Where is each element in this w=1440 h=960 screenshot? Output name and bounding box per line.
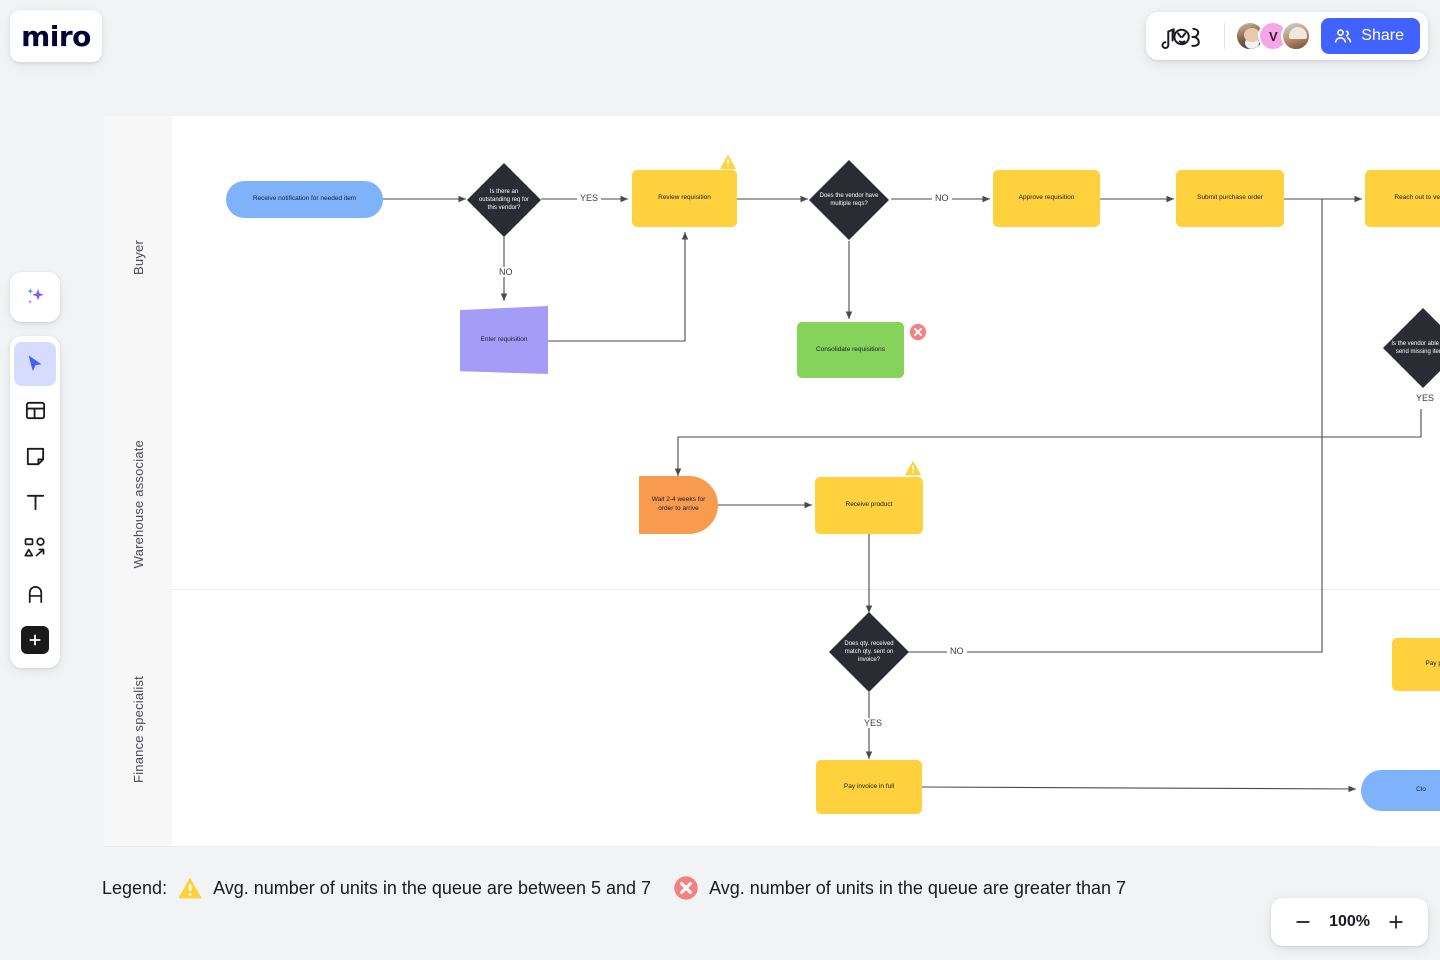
zoom-control: 100% [1271, 898, 1428, 946]
legend-title: Legend: [102, 877, 168, 898]
avatar-user-3[interactable] [1281, 21, 1312, 51]
lane-label-warehouse: Warehouse associate [131, 440, 146, 569]
node-approve-requisition[interactable]: Approve requisition [993, 170, 1100, 227]
share-button-label: Share [1361, 27, 1404, 44]
zoom-in-button[interactable] [1384, 910, 1408, 934]
music-doodle-icon[interactable] [1160, 22, 1214, 50]
node-pay-portion[interactable]: Pay portio [1392, 638, 1440, 691]
error-circle-icon [673, 875, 699, 901]
shapes-icon[interactable] [14, 526, 56, 570]
node-review-requisition[interactable]: Review requisition [632, 170, 737, 227]
warning-triangle-icon [177, 875, 203, 901]
lane-separator [172, 589, 1440, 590]
text-icon[interactable] [14, 480, 56, 524]
left-toolbar [10, 336, 60, 668]
edge-label-no-3: NO [947, 646, 967, 656]
edge-label-yes-2: YES [1413, 393, 1438, 403]
zoom-level-value[interactable]: 100% [1329, 913, 1370, 930]
node-close-terminal[interactable]: Clo [1361, 770, 1440, 811]
more-apps-icon[interactable] [14, 618, 56, 662]
edge-label-yes-3: YES [861, 718, 886, 728]
lane-label-buyer: Buyer [131, 240, 146, 275]
edge-label-yes-1: YES [577, 193, 602, 203]
toolbar-divider [1224, 23, 1226, 49]
miro-logo-text: miro [21, 19, 91, 53]
edge-label-no-1: NO [496, 267, 516, 277]
share-button[interactable]: Share [1321, 18, 1420, 54]
people-icon [1335, 29, 1352, 43]
ai-tool-button[interactable] [10, 272, 60, 322]
pen-icon[interactable] [14, 572, 56, 616]
board-bottom-edge [104, 846, 1372, 847]
zoom-out-button[interactable] [1291, 910, 1315, 934]
node-reach-out-to-vendor[interactable]: Reach out to ven [1365, 170, 1440, 227]
warning-triangle-icon [719, 153, 737, 171]
legend-item-1-text: Avg. number of units in the queue are be… [213, 877, 652, 898]
sticky-note-icon[interactable] [14, 434, 56, 478]
ai-sparkles-icon [27, 288, 44, 304]
miro-logo[interactable]: miro [10, 10, 102, 62]
lane-label-finance: Finance specialist [131, 676, 146, 783]
node-pay-invoice-in-full[interactable]: Pay invoice in full [816, 760, 922, 814]
collaborator-avatars: V [1235, 21, 1312, 51]
node-receive-product[interactable]: Receive product [815, 477, 923, 534]
templates-icon[interactable] [14, 388, 56, 432]
legend-item-2-text: Avg. number of units in the queue are gr… [709, 877, 1127, 898]
node-submit-purchase-order[interactable]: Submit purchase order [1176, 170, 1284, 227]
cursor-select-icon[interactable] [14, 342, 56, 386]
node-consolidate-requisitions[interactable]: Consolidate requisitions [797, 322, 904, 378]
top-right-toolbar: V Share [1146, 12, 1428, 60]
error-circle-icon [909, 323, 927, 341]
node-enter-requisition[interactable]: Enter requisition [460, 306, 548, 374]
avatar-user-2[interactable]: V [1258, 21, 1289, 51]
node-receive-notification[interactable]: Receive notification for needed item [226, 181, 383, 218]
warning-triangle-icon [904, 459, 922, 477]
legend-bar: Legend: Avg. number of units in the queu… [0, 860, 1440, 916]
node-wait-for-order[interactable]: Wait 2-4 weeks for order to arrive [639, 476, 718, 534]
edge-label-no-2: NO [932, 193, 952, 203]
